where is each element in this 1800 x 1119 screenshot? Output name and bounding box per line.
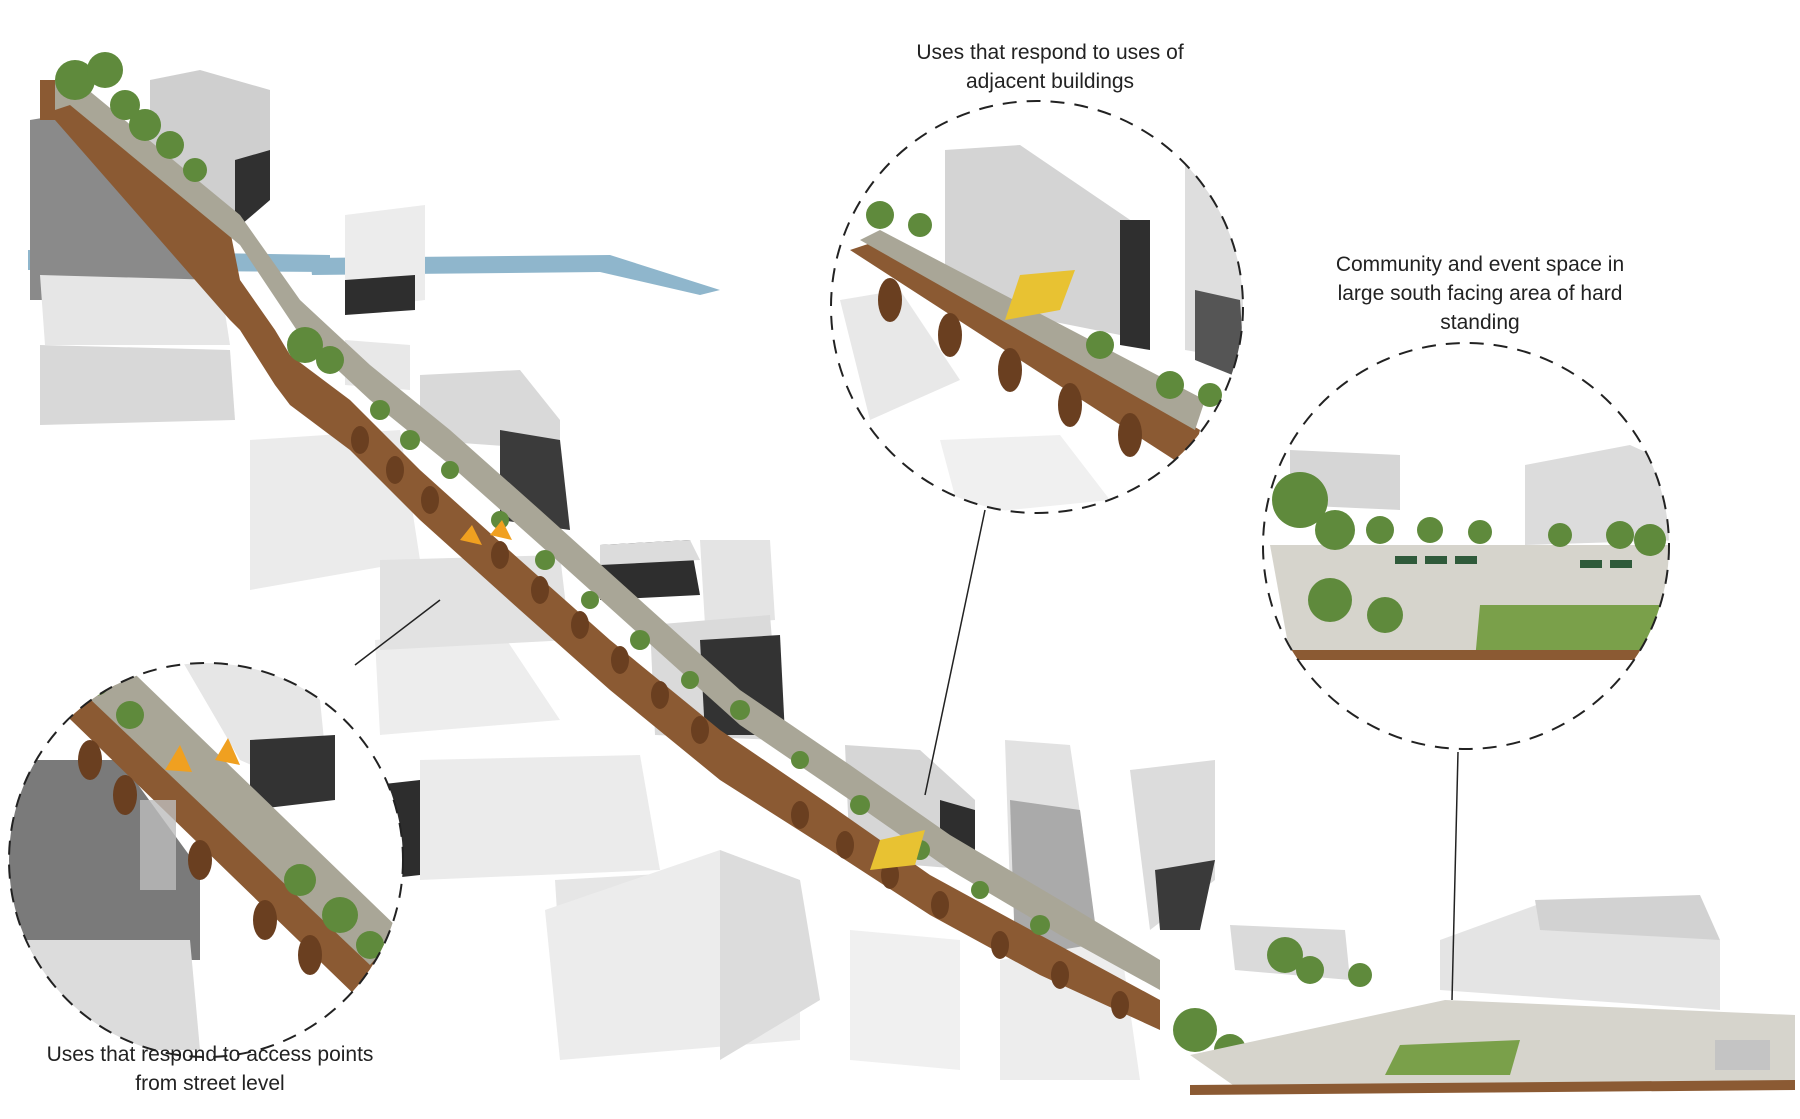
- callout-access-points: Uses that respond to access points from …: [20, 1040, 400, 1098]
- callout-adjacent-buildings: Uses that respond to uses of adjacent bu…: [880, 38, 1220, 96]
- viaduct: [40, 75, 1160, 1030]
- inset-access-points: [8, 599, 441, 1058]
- callout-community-space-line3: standing: [1440, 311, 1520, 334]
- callout-adjacent-buildings-line1: Uses that respond to uses of: [916, 41, 1184, 64]
- callout-community-space: Community and event space in large south…: [1310, 250, 1650, 337]
- callout-community-space-line2: large south facing area of hard: [1337, 282, 1623, 305]
- callout-access-points-line1: Uses that respond to access points: [46, 1043, 374, 1066]
- viaduct-arches: [351, 426, 1129, 1019]
- context-buildings: [30, 70, 1720, 1080]
- inset-adjacent-buildings: [830, 100, 1244, 796]
- callout-adjacent-buildings-line2: adjacent buildings: [965, 70, 1135, 93]
- callout-community-space-line1: Community and event space in: [1335, 253, 1625, 276]
- inset-community-space: [1262, 342, 1670, 1001]
- callout-access-points-line2: from street level: [135, 1072, 285, 1095]
- plaza: [1190, 1000, 1795, 1095]
